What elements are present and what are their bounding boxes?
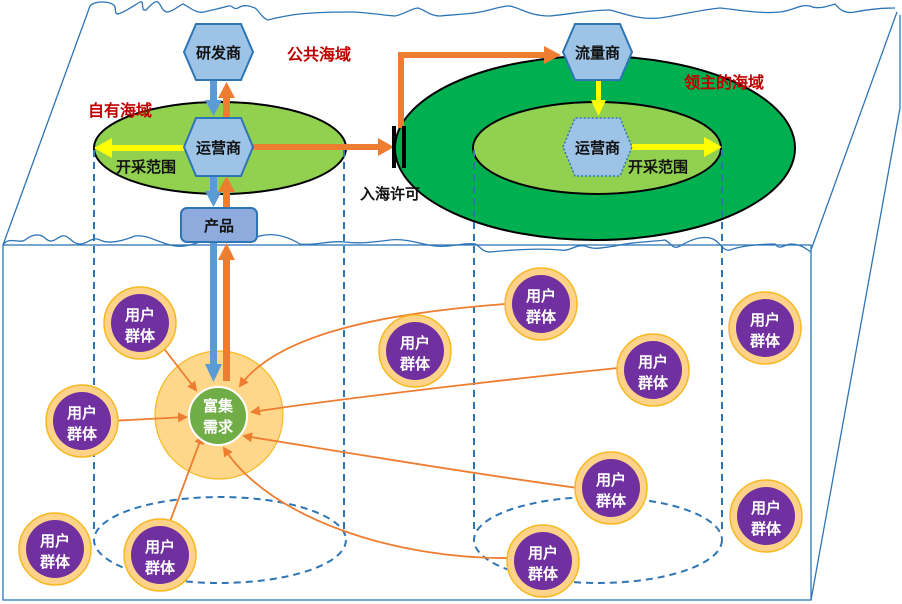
user-group-label-line1: 用户 [40,532,70,550]
box-front-face [2,244,812,601]
operator-right-node[interactable]: 运营商 [562,117,633,177]
box-right-diagonal [810,107,901,601]
user-group-label-line1: 用户 [750,311,780,329]
operator-left-label: 运营商 [196,139,241,157]
core-demand-node[interactable]: 富集 需求 [188,386,248,446]
flow-arrows [94,46,722,382]
user-group-label-line2: 群体 [596,492,627,510]
user-group-label-line1: 用户 [400,334,430,352]
user-group-label-line2: 群体 [400,355,431,373]
product-node[interactable]: 产品 [180,207,258,243]
traffic-vendor-label: 流量商 [575,44,620,62]
user-group-label-line2: 群体 [526,308,557,326]
user-group-label-line2: 群体 [125,327,156,345]
left-cylinder [93,150,347,584]
user-group-label-line2: 群体 [528,565,559,583]
user-group-label-line2: 群体 [638,374,669,392]
entry-permit-label: 入海许可 [360,185,420,203]
user-group-label-line1: 用户 [596,471,626,489]
user-group-label-line1: 用户 [125,306,155,324]
user-group-label-line1: 用户 [638,353,668,371]
user-group-label-line1: 用户 [528,544,558,562]
mining-range-right-label: 开采范围 [628,158,688,176]
product-label: 产品 [204,217,234,235]
user-group-label-line1: 用户 [67,404,97,422]
rd-vendor-label: 研发商 [196,44,241,62]
user-group-label-line1: 用户 [751,499,781,517]
box-middle-wave [2,234,812,253]
lord-sea-label: 领主的海域 [684,73,764,92]
user-group-label-line2: 群体 [40,553,71,571]
user-group-label-line2: 群体 [67,425,98,443]
right-cylinder [473,150,723,584]
mining-range-left-label: 开采范围 [116,158,176,176]
own-sea-label: 自有海域 [88,101,152,120]
box-right-top-diagonal [810,11,898,251]
box-left-diagonal [2,5,91,246]
user-groups: 用户群体用户群体用户群体用户群体用户群体用户群体用户群体用户群体用户群体用户群体… [18,267,803,598]
entry-permit-gate-icon [392,126,406,168]
user-group-label-line2: 群体 [145,559,176,577]
user-group-label-line2: 群体 [751,520,782,538]
operator-left-node[interactable]: 运营商 [182,117,255,177]
core-label-line1: 富集 [203,397,234,415]
operator-right-label: 运营商 [575,139,620,157]
demand-connectors [109,303,619,559]
core-label-line2: 需求 [203,418,234,436]
box-top-wave [89,0,896,21]
user-group-label-line1: 用户 [145,538,175,556]
rd-vendor-node[interactable]: 研发商 [182,23,255,81]
traffic-vendor-node[interactable]: 流量商 [561,23,634,81]
user-group-label-line1: 用户 [526,287,556,305]
public-sea-label: 公共海域 [287,45,351,64]
user-group-label-line2: 群体 [750,332,781,350]
